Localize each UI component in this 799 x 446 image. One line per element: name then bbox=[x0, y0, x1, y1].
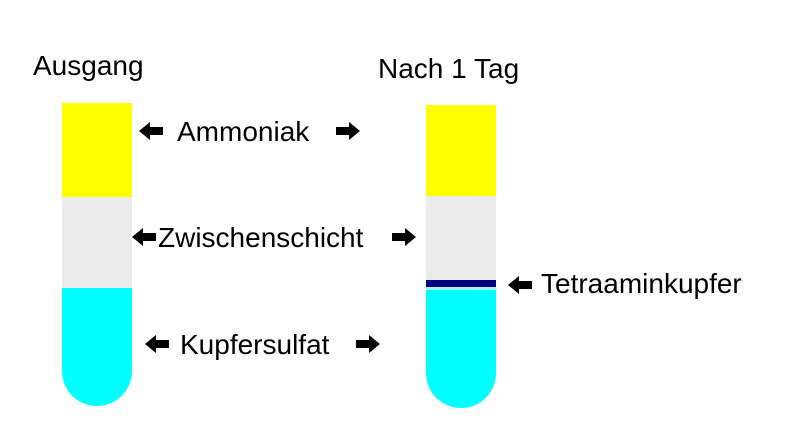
tube-start-interlayer bbox=[62, 197, 132, 288]
label-interlayer: Zwischenschicht bbox=[158, 222, 364, 253]
tube-start-ammonia-layer bbox=[62, 103, 132, 197]
arrow-left-icon bbox=[132, 228, 156, 246]
tube-start-copper-sulfate-layer bbox=[62, 288, 132, 406]
tube-after bbox=[426, 105, 496, 408]
arrow-right-icon bbox=[392, 228, 416, 246]
tube-after-copper-sulfate-layer bbox=[426, 287, 496, 408]
arrow-left-icon bbox=[145, 335, 169, 353]
label-tetraamine: Tetraaminkupfer bbox=[541, 268, 742, 299]
label-copper-sulfate: Kupfersulfat bbox=[180, 329, 330, 360]
tube-after-band-highlight bbox=[426, 287, 496, 290]
title-after: Nach 1 Tag bbox=[378, 53, 520, 84]
tube-after-ammonia-layer bbox=[426, 105, 496, 196]
arrow-left-icon bbox=[139, 122, 163, 140]
arrow-left-icon bbox=[508, 276, 532, 294]
tube-after-interlayer bbox=[426, 196, 496, 280]
tube-start bbox=[62, 103, 132, 406]
title-start: Ausgang bbox=[33, 50, 144, 81]
arrow-right-icon bbox=[356, 335, 380, 353]
label-ammonia: Ammoniak bbox=[177, 116, 310, 147]
tube-after-tetraamine-band bbox=[426, 280, 496, 287]
arrow-right-icon bbox=[336, 122, 360, 140]
